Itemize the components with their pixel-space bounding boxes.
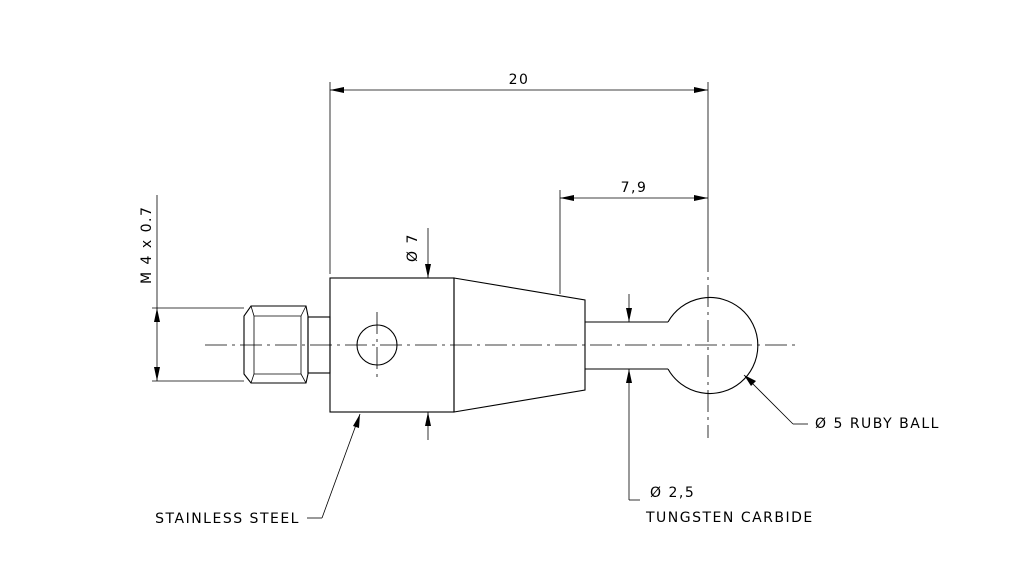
dim-thread-label: M 4 x 0.7	[139, 206, 155, 284]
dim-thread	[152, 195, 244, 382]
body-leader	[307, 413, 361, 519]
dim-overall-length	[329, 82, 709, 274]
ball-label: Ø 5 RUBY BALL	[815, 416, 940, 432]
dim-body-diameter	[425, 228, 431, 440]
stem-diameter-label: Ø 2,5	[650, 485, 695, 501]
ruby-ball	[667, 296, 759, 395]
cross-hole	[356, 324, 398, 366]
taper-section	[453, 277, 586, 413]
dim-ball-offset	[559, 190, 708, 294]
stem-material-label: TUNGSTEN CARBIDE	[645, 510, 814, 526]
dim-stem-diameter	[626, 294, 640, 501]
dim-ball-offset-label: 7,9	[621, 180, 648, 196]
dim-body-diameter-label: Ø 7	[405, 233, 421, 262]
ball-leader	[743, 374, 808, 425]
threaded-shank	[243, 305, 309, 384]
body-material-label: STAINLESS STEEL	[155, 511, 300, 527]
dim-overall-length-label: 20	[509, 72, 530, 88]
